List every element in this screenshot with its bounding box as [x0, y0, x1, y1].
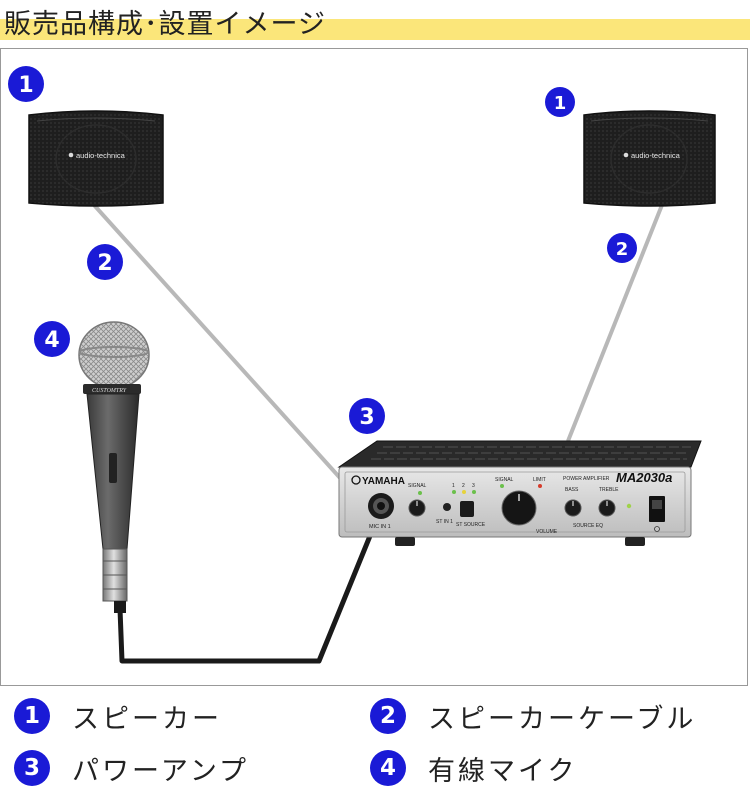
badge-microphone: 4 — [34, 321, 70, 357]
ch1-label: 1 — [452, 483, 455, 489]
badge-speaker-left: 1 — [8, 66, 44, 102]
power-amplifier: YAMAHA POWER AMPLIFIER MA2030a MIC IN 1 … — [337, 440, 702, 546]
legend-badge: 3 — [14, 750, 50, 786]
speaker-cable-left — [92, 203, 343, 481]
bass-knob[interactable] — [564, 499, 582, 517]
bass-label: BASS — [565, 487, 579, 493]
legend-label: 有線マイク — [428, 755, 578, 787]
speaker-brand-left: audio-technica — [76, 151, 126, 160]
svg-text:1: 1 — [554, 93, 567, 114]
badge-cable-right: 2 — [607, 233, 637, 263]
legend-badge: 1 — [14, 698, 50, 734]
speaker-right: audio-technica — [583, 110, 716, 207]
legend-badge: 4 — [370, 750, 406, 786]
legend-item-speaker-cable: 2 スピーカーケーブル — [370, 696, 696, 736]
st-in-jack — [443, 503, 451, 511]
badge-amplifier: 3 — [349, 398, 385, 434]
power-led — [626, 503, 632, 509]
legend-item-speaker: 1 スピーカー — [14, 696, 222, 736]
svg-text:2: 2 — [616, 239, 629, 260]
legend-item-wired-mic: 4 有線マイク — [370, 748, 577, 788]
brand-logo-icon — [623, 152, 629, 158]
power-icon — [654, 526, 660, 532]
treble-knob[interactable] — [598, 499, 616, 517]
legend-item-power-amp: 3 パワーアンプ — [14, 748, 249, 788]
diagram-canvas: audio-technica audio-technica YAMAHA — [8, 66, 716, 664]
amp-model: MA2030a — [616, 470, 672, 485]
mic-brand: CUSTOMTRY — [92, 388, 127, 394]
legend-label: スピーカーケーブル — [428, 703, 697, 735]
setup-diagram: audio-technica audio-technica YAMAHA — [0, 48, 748, 686]
limit-led — [538, 484, 542, 488]
speaker-left: audio-technica — [28, 110, 164, 207]
yamaha-logo-icon — [351, 475, 361, 485]
treble-label: TREBLE — [599, 487, 619, 493]
svg-text:3: 3 — [359, 405, 374, 430]
ch2-label: 2 — [462, 483, 465, 489]
mic-cable — [117, 508, 384, 664]
brand-logo-icon — [68, 152, 74, 158]
page-header: 販売品構成･設置イメージ — [0, 0, 750, 44]
svg-text:4: 4 — [44, 328, 59, 353]
ch3-label: 3 — [472, 483, 475, 489]
svg-text:1: 1 — [18, 73, 33, 98]
legend-label: パワーアンプ — [72, 755, 250, 787]
badge-cable-left: 2 — [87, 244, 123, 280]
speaker-brand-right: audio-technica — [631, 151, 681, 160]
speaker-cable-right — [566, 204, 664, 442]
mic-level-knob[interactable] — [408, 499, 426, 517]
amp-subtitle: POWER AMPLIFIER — [563, 476, 610, 482]
title-highlight — [0, 19, 750, 40]
volume-knob[interactable] — [501, 490, 537, 526]
mic-in-label: MIC IN 1 — [369, 524, 391, 530]
signal-led-mic — [418, 491, 422, 495]
legend-badge: 2 — [370, 698, 406, 734]
amp-brand: YAMAHA — [362, 476, 405, 487]
source-eq-label: SOURCE EQ — [573, 523, 603, 529]
signal-label-main: SIGNAL — [495, 477, 514, 483]
signal-led-main — [500, 484, 504, 488]
volume-label: VOLUME — [536, 529, 558, 535]
legend: 1 スピーカー 2 スピーカーケーブル 3 パワーアンプ 4 有線マイク — [0, 690, 750, 800]
st-source-label: ST SOURCE — [456, 522, 486, 528]
st-source-button[interactable] — [460, 501, 474, 517]
legend-label: スピーカー — [72, 703, 222, 735]
limit-label: LIMIT — [533, 477, 546, 483]
microphone: CUSTOMTRY — [78, 321, 150, 613]
page-title: 販売品構成･設置イメージ — [4, 9, 326, 40]
st-in-label: ST IN 1 — [436, 519, 453, 525]
badge-speaker-right: 1 — [545, 87, 575, 117]
mic-switch[interactable] — [109, 453, 117, 483]
signal-label-mic: SIGNAL — [408, 483, 427, 489]
svg-text:2: 2 — [97, 251, 112, 276]
